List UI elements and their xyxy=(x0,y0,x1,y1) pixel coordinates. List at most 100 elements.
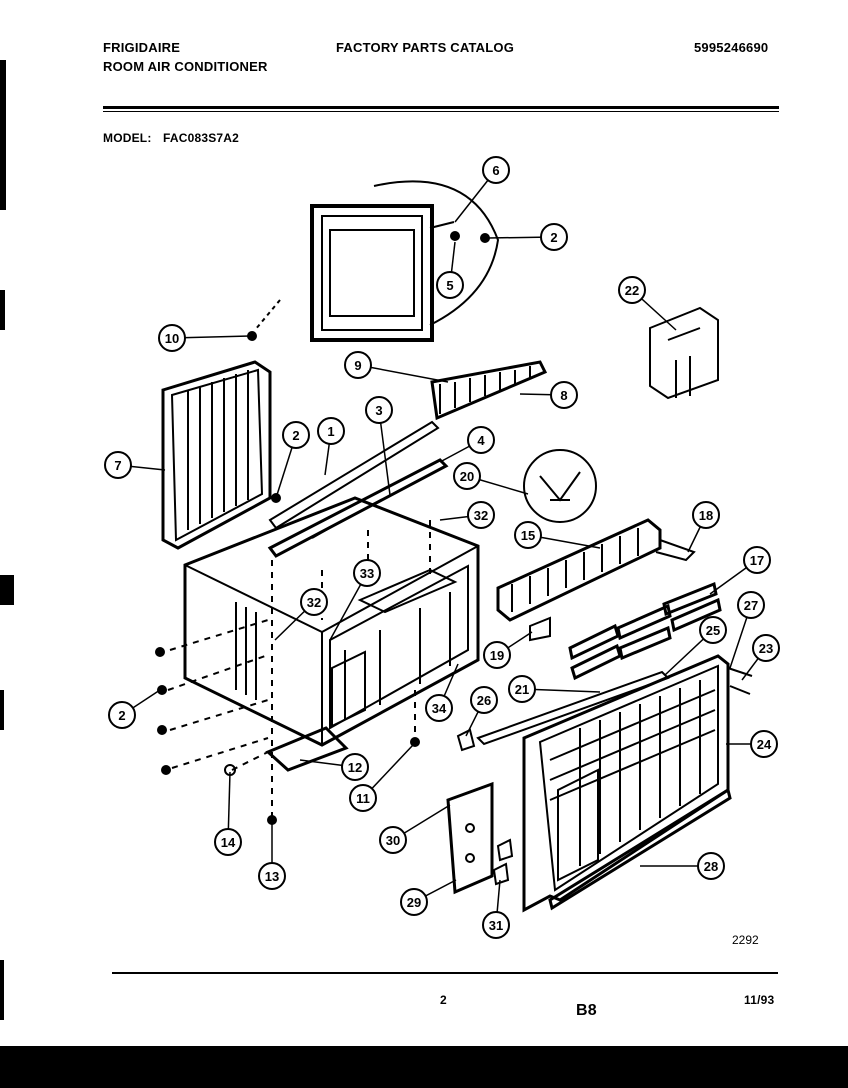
callout-25: 25 xyxy=(699,616,727,644)
callout-2: 2 xyxy=(108,701,136,729)
callout-13: 13 xyxy=(258,862,286,890)
callout-label: 27 xyxy=(744,598,758,613)
callout-label: 14 xyxy=(221,835,236,850)
callout-circle xyxy=(750,730,778,758)
callout-label: 12 xyxy=(348,760,362,775)
callout-5: 5 xyxy=(436,271,464,299)
catalog-title: FACTORY PARTS CATALOG xyxy=(336,40,515,55)
callout-label: 5 xyxy=(446,278,453,293)
callout-label: 25 xyxy=(706,623,720,638)
callout-circle xyxy=(540,223,568,251)
callout-32: 32 xyxy=(300,588,328,616)
callout-28: 28 xyxy=(697,852,725,880)
callout-label: 23 xyxy=(759,641,773,656)
catalog-number: 5995246690 xyxy=(694,40,769,55)
callout-circle xyxy=(300,588,328,616)
callout-label: 20 xyxy=(460,469,474,484)
callout-leader xyxy=(357,364,449,383)
brand-name: FRIGIDAIRE xyxy=(103,40,181,55)
scan-border-bottom xyxy=(0,1046,848,1088)
callout-label: 22 xyxy=(625,283,639,298)
callout-circle xyxy=(158,324,186,352)
callout-circle xyxy=(379,826,407,854)
section-code: B8 xyxy=(576,1002,597,1019)
callout-29: 29 xyxy=(400,888,428,916)
model-label: MODEL: xyxy=(103,131,152,145)
product-type: ROOM AIR CONDITIONER xyxy=(103,59,268,74)
callout-2: 2 xyxy=(282,421,310,449)
callout-circle xyxy=(508,675,536,703)
callout-circle xyxy=(365,396,393,424)
callout-27: 27 xyxy=(737,591,765,619)
callout-circle xyxy=(737,591,765,619)
callout-label: 18 xyxy=(699,508,713,523)
callout-label: 8 xyxy=(560,388,567,403)
callout-19: 19 xyxy=(483,641,511,669)
callout-label: 2 xyxy=(550,230,557,245)
callout-label: 19 xyxy=(490,648,504,663)
callout-leader xyxy=(378,409,391,496)
callout-circle xyxy=(743,546,771,574)
drawing-code: 2292 xyxy=(732,933,759,947)
callout-label: 6 xyxy=(492,163,499,178)
callout-label: 4 xyxy=(477,433,485,448)
callout-circle xyxy=(344,351,372,379)
callout-label: 21 xyxy=(515,682,529,697)
callout-label: 31 xyxy=(489,918,503,933)
callout-30: 30 xyxy=(379,826,407,854)
callout-34: 34 xyxy=(425,694,453,722)
callout-circle xyxy=(258,862,286,890)
callout-circle xyxy=(692,501,720,529)
callout-circle xyxy=(483,641,511,669)
callout-32: 32 xyxy=(467,501,495,529)
callout-label: 32 xyxy=(307,595,321,610)
print-date: 11/93 xyxy=(744,993,775,1007)
callout-circle xyxy=(425,694,453,722)
callout-7: 7 xyxy=(104,451,132,479)
callout-label: 34 xyxy=(432,701,447,716)
callout-circle xyxy=(482,156,510,184)
callout-3: 3 xyxy=(365,396,393,424)
callout-circle xyxy=(341,753,369,781)
model-number: FAC083S7A2 xyxy=(163,131,240,145)
callout-circle xyxy=(400,888,428,916)
callout-circle xyxy=(214,828,242,856)
callout-4: 4 xyxy=(467,426,495,454)
callout-label: 26 xyxy=(477,693,491,708)
callout-33: 33 xyxy=(353,559,381,587)
callout-circle xyxy=(550,381,578,409)
callout-circle xyxy=(349,784,377,812)
callout-label: 29 xyxy=(407,895,421,910)
callout-label: 33 xyxy=(360,566,374,581)
header-rule xyxy=(103,106,779,109)
callout-2: 2 xyxy=(540,223,568,251)
footer-rule xyxy=(112,972,778,974)
callout-15: 15 xyxy=(514,521,542,549)
callout-label: 17 xyxy=(750,553,764,568)
callout-circle xyxy=(752,634,780,662)
callout-label: 2 xyxy=(118,708,125,723)
callout-6: 6 xyxy=(482,156,510,184)
callout-circle xyxy=(467,501,495,529)
callout-9: 9 xyxy=(344,351,372,379)
callout-1: 1 xyxy=(317,417,345,445)
callout-circle xyxy=(353,559,381,587)
callout-18: 18 xyxy=(692,501,720,529)
callout-24: 24 xyxy=(750,730,778,758)
page-number: 2 xyxy=(440,993,447,1007)
callout-circle xyxy=(453,462,481,490)
callout-circle xyxy=(618,276,646,304)
callout-8: 8 xyxy=(550,381,578,409)
callout-17: 17 xyxy=(743,546,771,574)
callout-circle xyxy=(282,421,310,449)
callout-circle xyxy=(104,451,132,479)
callout-20: 20 xyxy=(453,462,481,490)
callout-22: 22 xyxy=(618,276,646,304)
callout-circle xyxy=(108,701,136,729)
callout-circle xyxy=(697,852,725,880)
callout-label: 11 xyxy=(356,791,370,806)
callout-circle xyxy=(436,271,464,299)
